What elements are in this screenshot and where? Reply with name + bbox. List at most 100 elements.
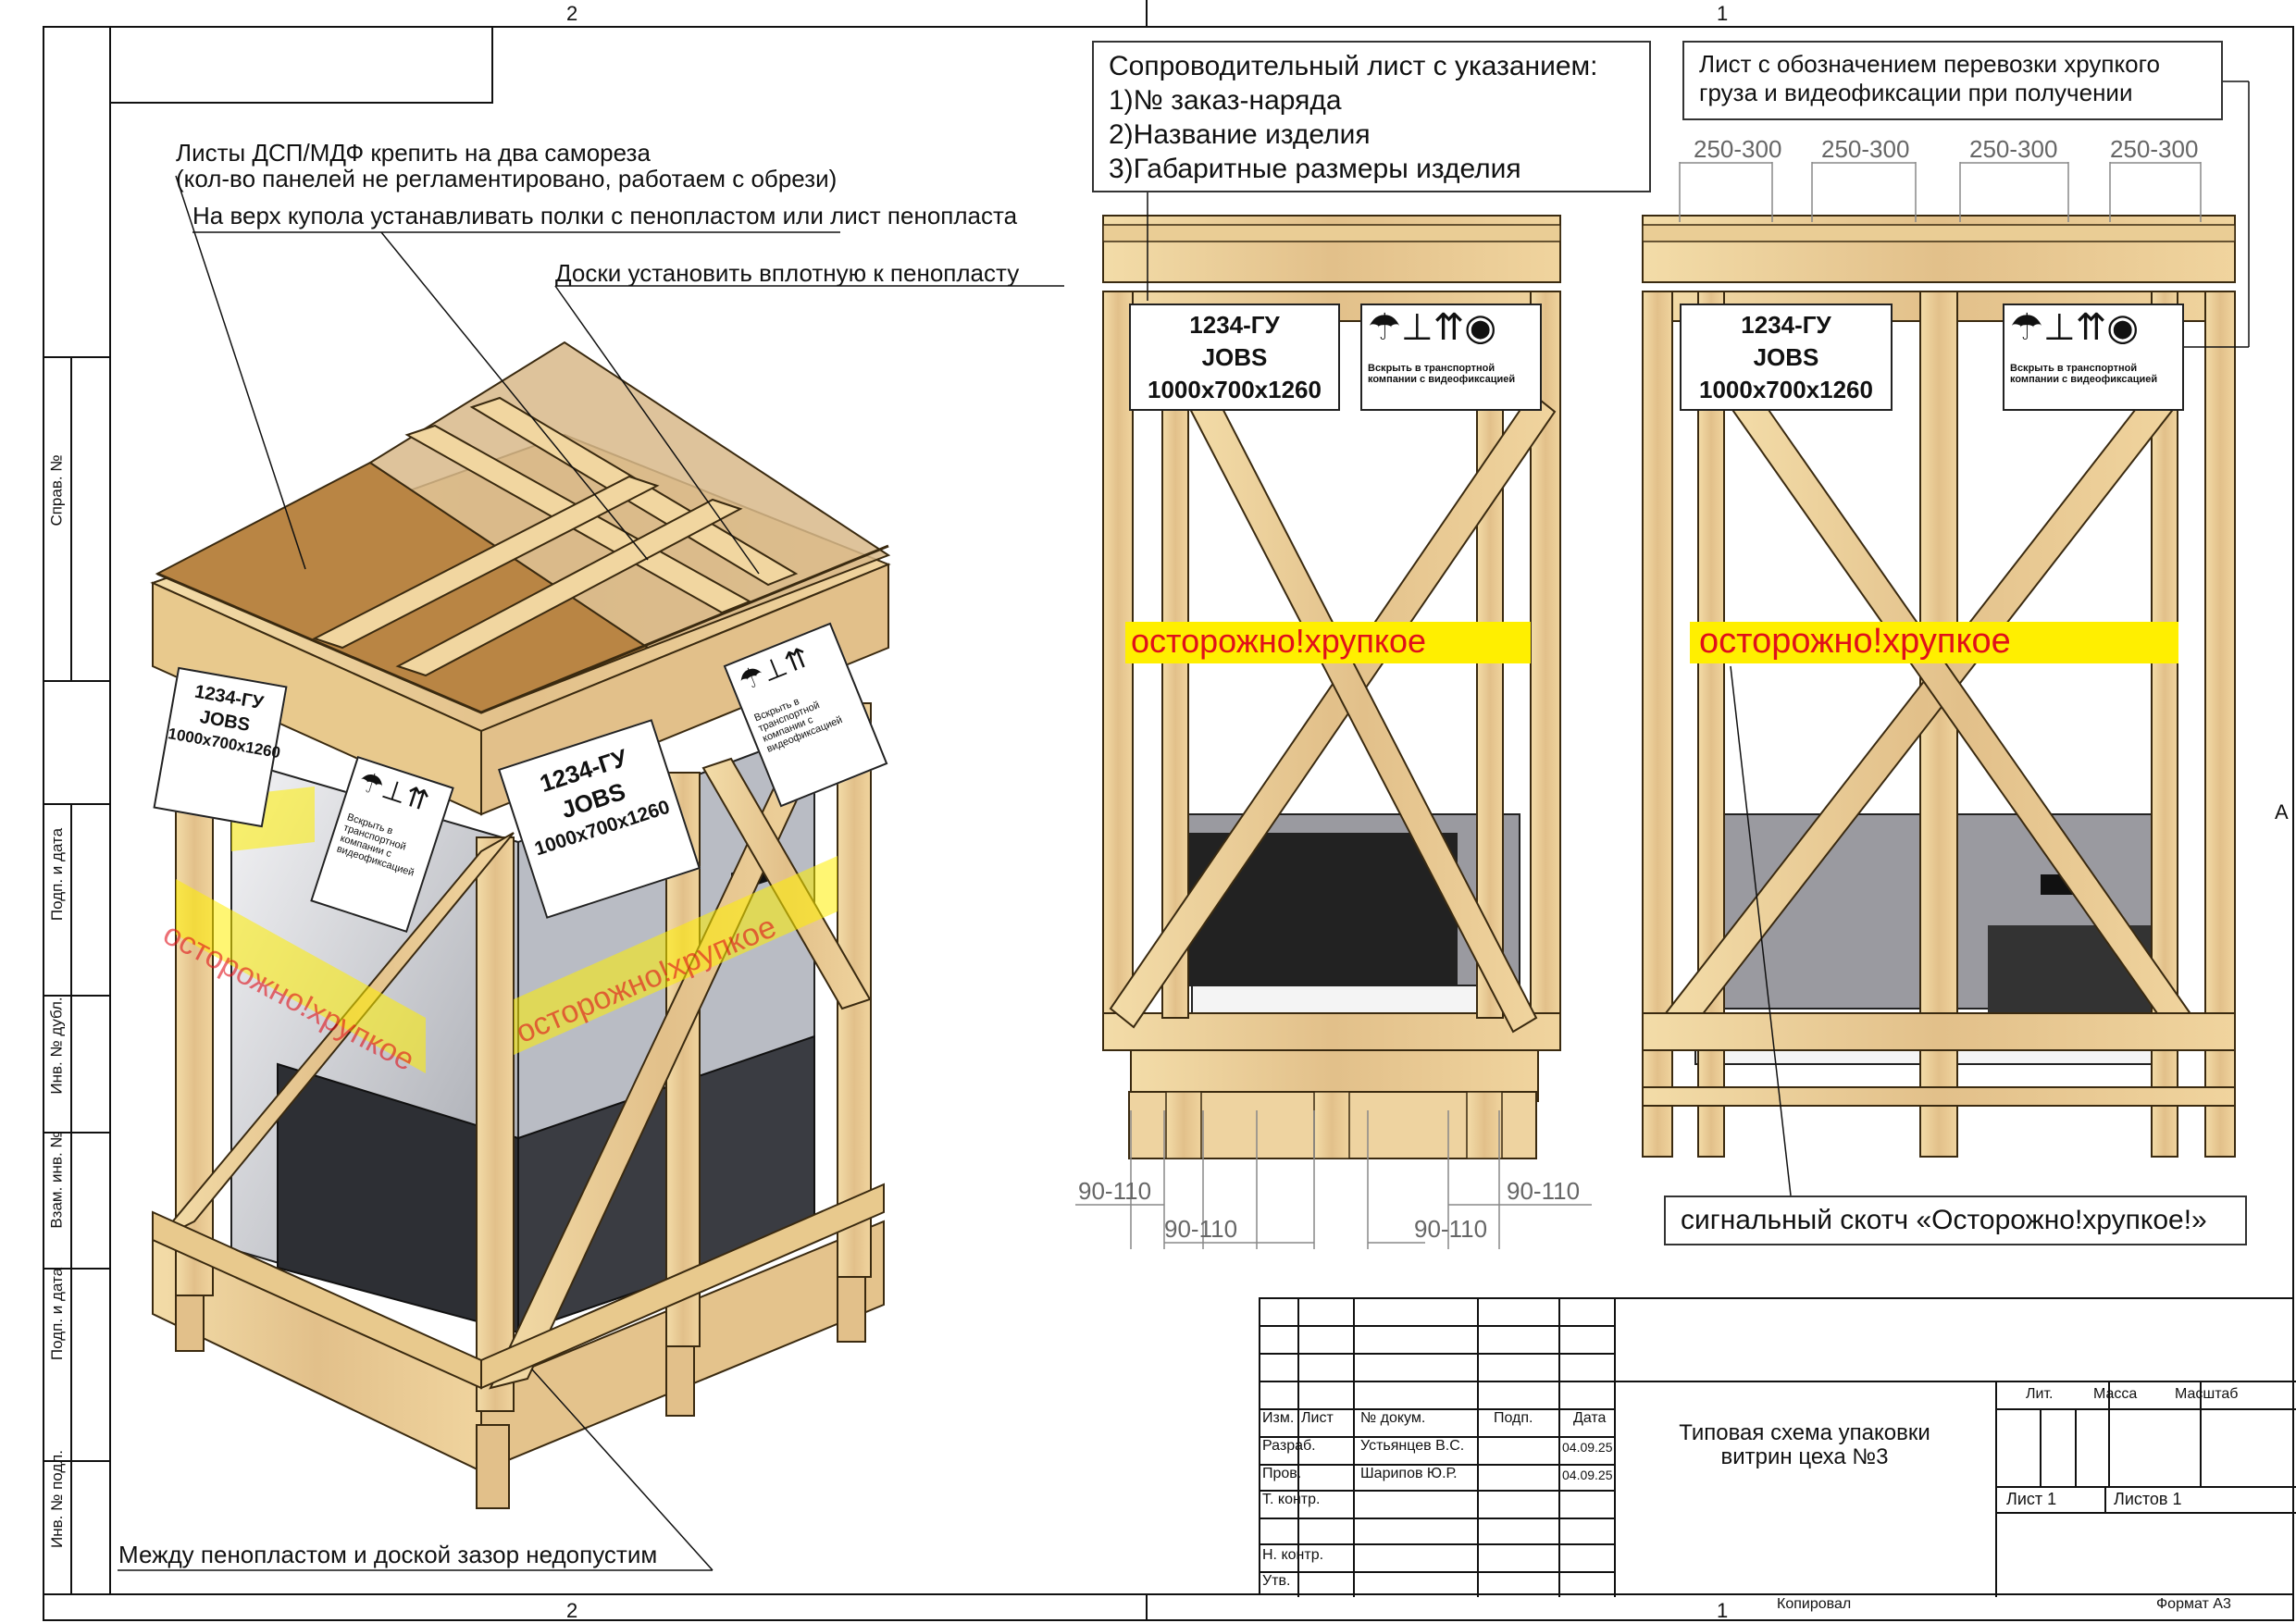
tb-format: Формат A3 bbox=[2156, 1596, 2231, 1612]
tb-scale: Масштаб bbox=[2175, 1386, 2239, 1402]
tb-header-sign: Подп. bbox=[1494, 1410, 1533, 1426]
front-view-fragile-text: Вскрыть в транспортной компании с видеоф… bbox=[2010, 363, 2158, 385]
side-view-label-name: JOBS bbox=[1201, 343, 1268, 372]
note-dsp-line1: Листы ДСП/МДФ крепить на два самореза bbox=[176, 139, 651, 167]
tb-header-izm: Изм. bbox=[1262, 1410, 1295, 1426]
side-stamp-divider bbox=[70, 803, 72, 1595]
front-view-label-order: 1234-ГУ bbox=[1741, 311, 1831, 339]
side-view-label-order: 1234-ГУ bbox=[1189, 311, 1280, 339]
tb-line bbox=[2104, 1486, 2106, 1512]
tb-header-date: Дата bbox=[1573, 1410, 1607, 1426]
dim-bottom-2: 90-110 bbox=[1164, 1215, 1238, 1243]
front-view-fragile-label: ☂⊥⇈◉ Вскрыть в транспортной компании с в… bbox=[2003, 304, 2184, 411]
zone-divider-top bbox=[1146, 0, 1148, 26]
tb-line bbox=[1260, 1543, 1614, 1545]
tb-line bbox=[2075, 1408, 2077, 1486]
dim-top-1: 250-300 bbox=[1694, 135, 1782, 163]
tb-sheet: Лист 1 bbox=[2006, 1490, 2057, 1508]
tb-line bbox=[1260, 1381, 1614, 1382]
side-view-tape-text: осторожно!хрупкое bbox=[1131, 622, 1427, 660]
side-view-fragile-label: ☂⊥⇈◉ Вскрыть в транспортной компании с в… bbox=[1360, 304, 1542, 411]
side-stamp-top bbox=[43, 356, 109, 682]
tb-line bbox=[1995, 1486, 2296, 1488]
corner-stamp-box bbox=[109, 26, 493, 104]
drawing-inner-frame bbox=[109, 26, 2294, 1595]
tb-line bbox=[1614, 1381, 2296, 1382]
tb-date-prov: 04.09.25 bbox=[1562, 1468, 1613, 1482]
front-view-label-size: 1000x700x1260 bbox=[1699, 376, 1873, 404]
zone-divider-bottom bbox=[1146, 1595, 1148, 1621]
tb-line bbox=[1353, 1299, 1355, 1597]
tb-line bbox=[1614, 1299, 1616, 1597]
tb-role-tkontr: Т. контр. bbox=[1262, 1492, 1321, 1507]
side-stamp-bottom bbox=[43, 803, 109, 1595]
front-view-fragile-icons: ☂⊥⇈◉ bbox=[2010, 307, 2140, 348]
tb-date-razrab: 04.09.25 bbox=[1562, 1440, 1613, 1455]
tb-line bbox=[2108, 1381, 2110, 1486]
tb-line bbox=[1260, 1353, 1614, 1355]
tb-title-line2: витрин цеха №3 bbox=[1720, 1444, 1889, 1470]
tb-lit: Лит. bbox=[2026, 1386, 2054, 1402]
side-view-fragile-icons: ☂⊥⇈◉ bbox=[1368, 307, 1497, 348]
side-view-label-size: 1000x700x1260 bbox=[1148, 376, 1322, 404]
note-shelves: На верх купола устанавливать полки с пен… bbox=[192, 202, 1018, 229]
note-boards: Доски установить вплотную к пенопласту bbox=[555, 259, 1020, 287]
zone-bottom-left: 2 bbox=[566, 1599, 578, 1622]
side-stamp-divider bbox=[70, 356, 72, 682]
tb-line bbox=[1558, 1299, 1560, 1597]
tb-title: Типовая схема упаковки витрин цеха №3 bbox=[1647, 1420, 1962, 1470]
title-block: Изм. Лист № докум. Подп. Дата Разраб. Ус… bbox=[1259, 1297, 2296, 1597]
tb-line bbox=[1477, 1299, 1479, 1597]
tb-header-list: Лист bbox=[1301, 1410, 1334, 1426]
dim-bottom-1: 90-110 bbox=[1078, 1177, 1152, 1205]
side-stamp-cell bbox=[43, 1460, 109, 1462]
tb-name-razrab: Устьянцев В.С. bbox=[1360, 1438, 1465, 1454]
tb-line bbox=[1260, 1325, 1614, 1327]
tb-role-nkontr: Н. контр. bbox=[1262, 1547, 1324, 1563]
note-dsp-line2: (кол-во панелей не регламентировано, раб… bbox=[176, 165, 838, 192]
zone-top-left: 2 bbox=[566, 2, 578, 25]
zone-bottom-right: 1 bbox=[1717, 1599, 1729, 1622]
tb-header-doc: № докум. bbox=[1360, 1410, 1426, 1426]
cover-sheet-callout: Сопроводительный лист с указанием: 1)№ з… bbox=[1092, 41, 1651, 192]
front-view-label: 1234-ГУ JOBS 1000x700x1260 bbox=[1680, 304, 1893, 411]
side-view-label: 1234-ГУ JOBS 1000x700x1260 bbox=[1129, 304, 1340, 411]
tb-sheets: Листов 1 bbox=[2114, 1490, 2182, 1508]
note-gap: Между пенопластом и доской зазор недопус… bbox=[118, 1541, 658, 1568]
tb-line bbox=[1995, 1408, 2296, 1410]
dim-bottom-4: 90-110 bbox=[1507, 1177, 1581, 1205]
tb-line bbox=[1260, 1518, 1614, 1519]
tb-copied: Копировал bbox=[1777, 1596, 1852, 1612]
tb-line bbox=[2200, 1381, 2202, 1486]
tb-mass: Масса bbox=[2093, 1386, 2138, 1402]
tb-role-utv: Утв. bbox=[1262, 1573, 1291, 1589]
tb-line bbox=[1260, 1490, 1614, 1492]
dim-bottom-3: 90-110 bbox=[1414, 1215, 1488, 1243]
zone-side-right: A bbox=[2275, 800, 2289, 824]
tb-name-prov: Шарипов Ю.Р. bbox=[1360, 1466, 1458, 1481]
front-view-tape-text: осторожно!хрупкое bbox=[1699, 622, 2011, 661]
side-stamp-cell bbox=[43, 995, 109, 997]
zone-top-right: 1 bbox=[1717, 2, 1729, 25]
dim-top-4: 250-300 bbox=[2110, 135, 2199, 163]
tb-title-line1: Типовая схема упаковки bbox=[1679, 1420, 1930, 1445]
front-view-label-name: JOBS bbox=[1753, 343, 1819, 372]
tb-line bbox=[1260, 1464, 1614, 1466]
side-view-fragile-text: Вскрыть в транспортной компании с видеоф… bbox=[1368, 363, 1516, 385]
side-stamp-cell bbox=[43, 1132, 109, 1134]
tb-line bbox=[2040, 1408, 2042, 1486]
tb-role-razrab: Разраб. bbox=[1262, 1438, 1316, 1454]
tb-line bbox=[1995, 1512, 2296, 1514]
fragile-sheet-callout: Лист с обозначением перевозки хрупкого г… bbox=[1682, 41, 2223, 120]
tb-role-prov: Пров. bbox=[1262, 1466, 1302, 1481]
tape-callout: сигнальный скотч «Осторожно!хрупкое!» bbox=[1664, 1196, 2247, 1245]
tb-line bbox=[1260, 1408, 1614, 1410]
tb-line bbox=[1297, 1299, 1299, 1597]
tb-line bbox=[1995, 1381, 1997, 1597]
tb-line bbox=[1260, 1571, 1614, 1573]
side-stamp-cell bbox=[43, 1268, 109, 1270]
dim-top-2: 250-300 bbox=[1821, 135, 1910, 163]
